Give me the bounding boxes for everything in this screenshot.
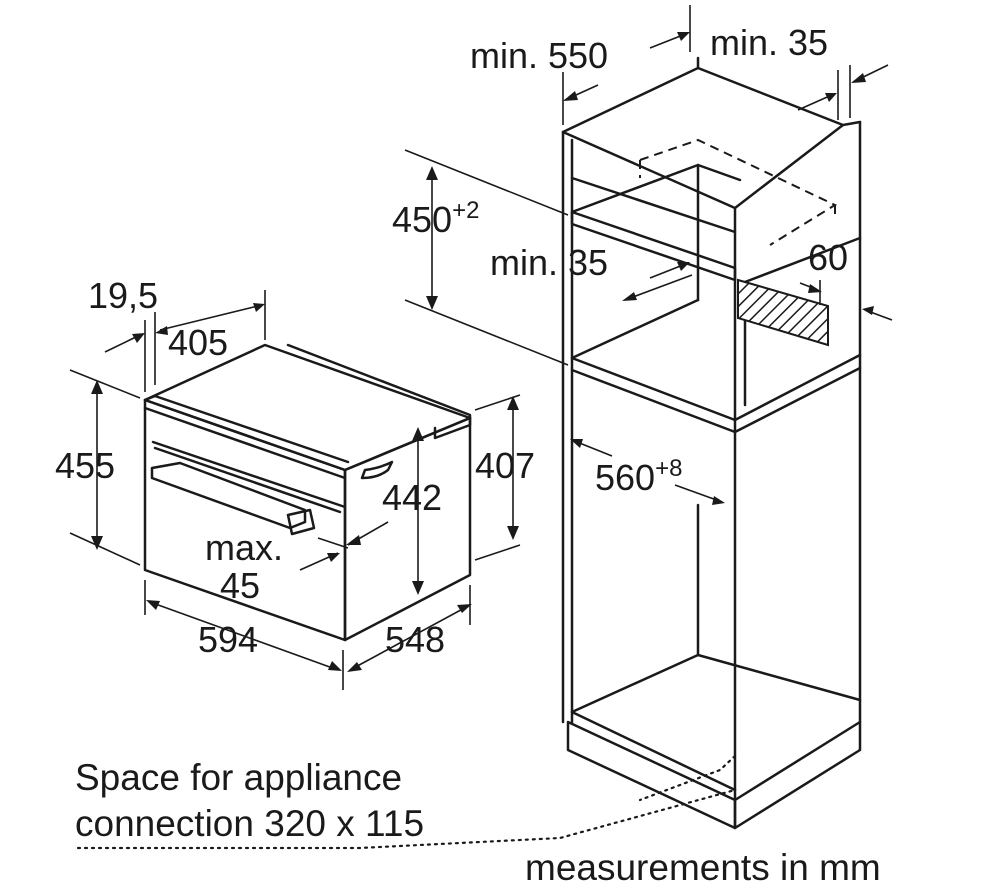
units-note: measurements in mm (525, 847, 881, 887)
label-rear-gap: min. 35 (710, 22, 828, 63)
label-inner-height: 442 (382, 477, 442, 518)
label-side-gap: min. 35 (490, 242, 608, 283)
label-niche-width: 560+8 (595, 455, 682, 498)
cabinet-drawing (561, 56, 862, 830)
dimension-lines (69, 5, 893, 850)
label-door-gap-line2: 45 (220, 565, 260, 606)
label-appliance-depth: 405 (168, 322, 228, 363)
label-niche-height: 450+2 (392, 197, 479, 240)
oven-drawing (143, 343, 472, 642)
label-vent: 60 (808, 237, 848, 278)
label-frame-depth: 19,5 (88, 275, 158, 316)
label-rear-height: 407 (475, 445, 535, 486)
connection-note-line1: Space for appliance (75, 757, 402, 798)
label-total-depth: 548 (385, 619, 445, 660)
label-door-gap-line1: max. (205, 527, 283, 568)
label-appliance-width: 594 (198, 619, 258, 660)
label-cabinet-depth: min. 550 (470, 35, 608, 76)
dimension-labels: 19,5 405 455 442 407 max. 45 594 548 min… (55, 22, 848, 660)
connection-note-line2: connection 320 x 115 (75, 803, 424, 844)
label-appliance-height: 455 (55, 445, 115, 486)
notes: Space for appliance connection 320 x 115… (75, 757, 881, 887)
